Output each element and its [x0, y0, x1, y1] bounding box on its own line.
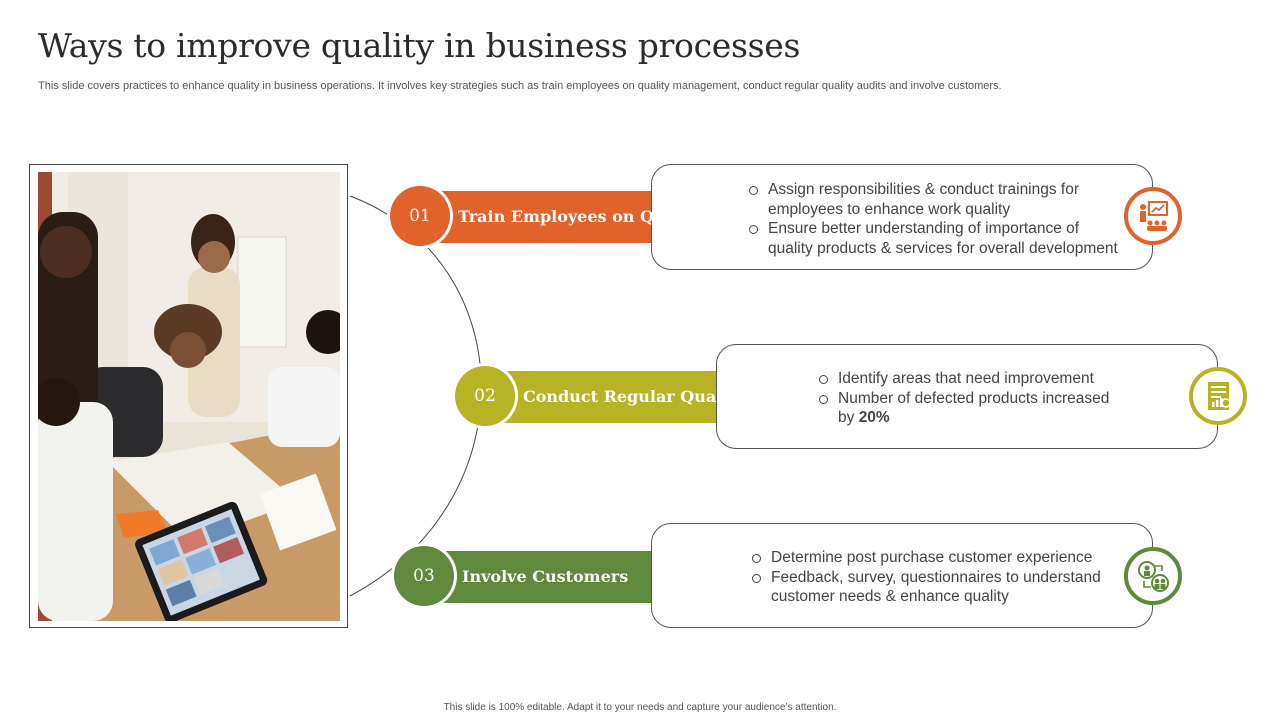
step-3-title: Involve Customers [462, 567, 629, 586]
customer-involvement-icon [1124, 547, 1182, 605]
presentation-training-icon [1124, 187, 1182, 245]
audit-report-icon [1189, 367, 1247, 425]
step-1-card: Assign responsibilities & conduct traini… [651, 164, 1153, 270]
team-meeting-photo [38, 172, 340, 621]
step-2-card: Identify areas that need improvement Num… [716, 344, 1218, 449]
photo-frame [29, 164, 348, 628]
step-1-title: Train Employees on Quality [458, 207, 705, 226]
step-2-title: Conduct Regular Quality Audits [523, 387, 809, 406]
footer-note: This slide is 100% editable. Adapt it to… [443, 702, 837, 713]
list-item: Feedback, survey, questionnaires to unde… [751, 568, 1116, 607]
step-1-number-badge: 01 [390, 186, 450, 246]
slide-title: Ways to improve quality in business proc… [38, 26, 801, 65]
list-item-text: Number of defected products increased by [838, 389, 1110, 427]
step-2-bullet-list: Identify areas that need improvement Num… [818, 369, 1128, 428]
step-3-bullet-list: Determine post purchase customer experie… [751, 548, 1116, 607]
list-item: Number of defected products increased by… [818, 389, 1128, 428]
list-item: Determine post purchase customer experie… [751, 548, 1116, 568]
step-3-number-badge: 03 [394, 546, 454, 606]
step-2-number-badge: 02 [455, 366, 515, 426]
defect-increase-value: 20% [858, 409, 890, 426]
list-item: Ensure better understanding of importanc… [748, 219, 1128, 258]
slide-subtitle: This slide covers practices to enhance q… [38, 80, 1002, 92]
step-train-employees: 01 Train Employees on Quality [390, 186, 742, 246]
list-item: Identify areas that need improvement [818, 369, 1128, 389]
step-3-card: Determine post purchase customer experie… [651, 523, 1153, 628]
list-item: Assign responsibilities & conduct traini… [748, 180, 1128, 219]
step-quality-audits: 02 Conduct Regular Quality Audits [455, 366, 809, 426]
step-1-bullet-list: Assign responsibilities & conduct traini… [748, 180, 1128, 258]
